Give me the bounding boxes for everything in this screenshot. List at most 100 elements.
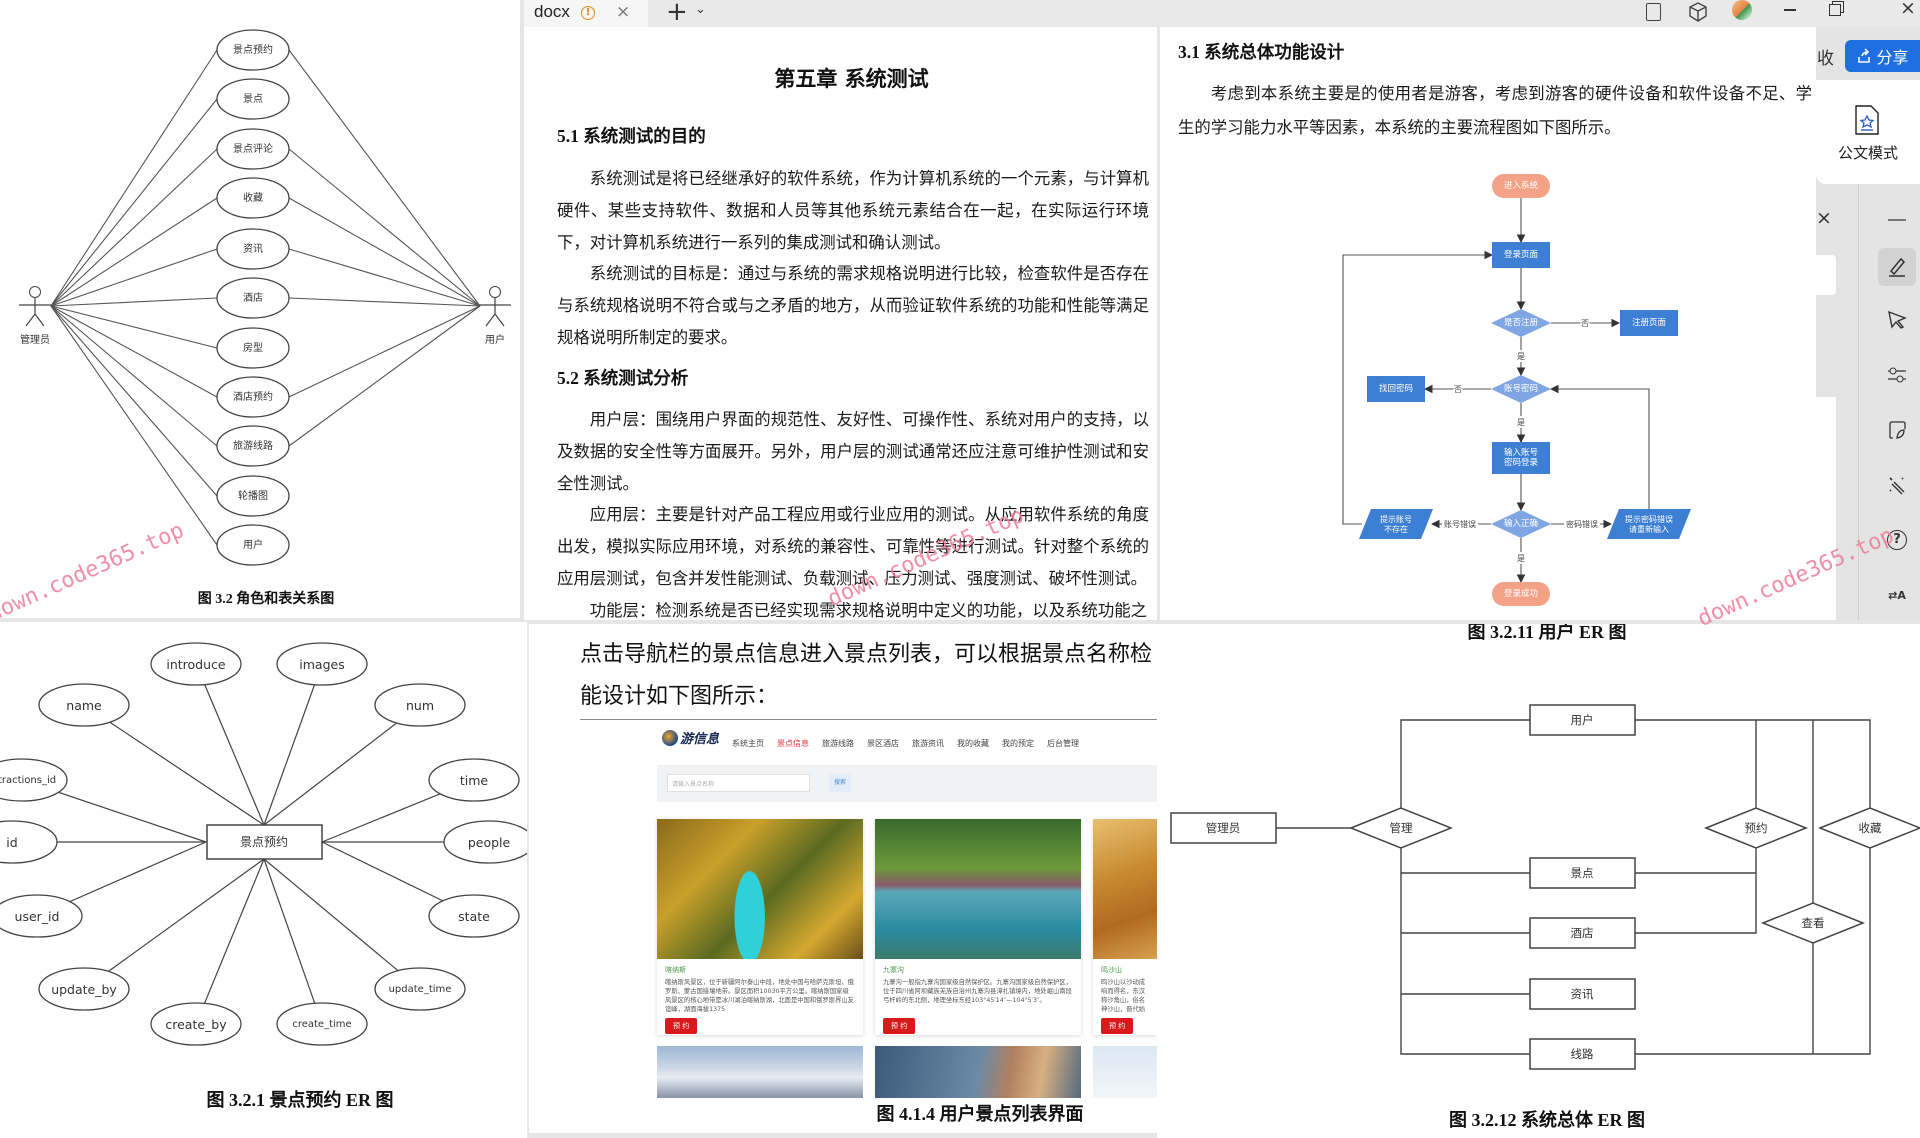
attribute-link bbox=[263, 858, 323, 1025]
edge-label-no: 否 bbox=[1581, 319, 1589, 328]
plus-icon[interactable]: + bbox=[666, 0, 688, 27]
attribute-link bbox=[83, 704, 265, 826]
doc-mode-card[interactable]: 公文模式 bbox=[1816, 80, 1920, 184]
scenic-card[interactable]: 喀纳斯 喀纳斯风景区，位于新疆阿尔泰山中段，地处中国与哈萨克斯坦、俄罗斯、蒙古国… bbox=[657, 819, 863, 1035]
attribute-label: images bbox=[299, 657, 344, 672]
relation-line bbox=[1635, 719, 1871, 808]
edge-label-yes: 是 bbox=[1517, 554, 1525, 563]
association-line bbox=[50, 305, 218, 349]
attribute-label: introduce bbox=[166, 657, 226, 672]
use-case-label: 景点评论 bbox=[233, 142, 273, 155]
attribute-label: update_by bbox=[51, 982, 117, 997]
attribute-ellipse bbox=[374, 967, 466, 1011]
route-entity bbox=[1529, 1038, 1636, 1070]
sidebar-toggle-icon[interactable] bbox=[1646, 3, 1661, 21]
recover-password-node bbox=[1367, 376, 1425, 402]
minus-icon[interactable] bbox=[1882, 205, 1912, 235]
use-case-label: 酒店 bbox=[243, 291, 263, 304]
pane-dropdown[interactable] bbox=[1816, 255, 1836, 295]
use-case-ellipse bbox=[216, 425, 290, 467]
association-line bbox=[50, 305, 218, 546]
book-button[interactable]: 预 约 bbox=[1101, 1018, 1134, 1034]
nav-item[interactable]: 我的预定 bbox=[1002, 739, 1034, 748]
use-case-label: 收藏 bbox=[243, 191, 263, 204]
translate-icon[interactable]: ⇄A bbox=[1888, 588, 1906, 602]
share-button[interactable]: 分享 bbox=[1845, 40, 1920, 72]
scenic-desc: 鸣沙山以沙动成响而得名，东汉称沙角山，俗名神沙山，晋代始称鸣沙山，其山东起莫高窟… bbox=[1101, 979, 1146, 1013]
scenic-image bbox=[1093, 819, 1157, 959]
attribute-ellipse bbox=[428, 758, 520, 802]
row2-image bbox=[1093, 1046, 1157, 1098]
avatar[interactable] bbox=[1732, 0, 1752, 20]
search-input[interactable]: 请输入景点名称 bbox=[667, 774, 810, 792]
right-toolbar: 公文模式 × ? ⇄A bbox=[1816, 27, 1920, 620]
magic-wand-icon[interactable] bbox=[1882, 470, 1912, 500]
admin-actor-head bbox=[29, 286, 41, 298]
attribute-ellipse bbox=[0, 758, 68, 802]
intro-line-2: 能设计如下图所示： bbox=[580, 683, 779, 708]
scenic-card[interactable]: 鸣沙山 鸣沙山以沙动成响而得名，东汉称沙角山，俗名神沙山，晋代始称鸣沙山，其山东… bbox=[1093, 819, 1157, 1035]
use-case-ellipse bbox=[216, 524, 290, 566]
nav-item[interactable]: 我的收藏 bbox=[957, 739, 989, 748]
minimize-icon[interactable] bbox=[1784, 9, 1796, 11]
view-relation-label: 查看 bbox=[1802, 916, 1825, 930]
section-5-2-body: 用户层：围绕用户界面的规范性、友好性、可操作性、系统对用户的支持，以及数据的安全… bbox=[557, 404, 1149, 620]
book-relation-label: 预约 bbox=[1745, 821, 1768, 835]
recover-password-node-label: 找回密码 bbox=[1379, 383, 1413, 394]
search-button[interactable]: 搜索 bbox=[829, 774, 851, 792]
highlighter-icon[interactable] bbox=[1878, 248, 1916, 286]
use-case-label: 景点预约 bbox=[233, 43, 273, 56]
view-relation bbox=[1760, 902, 1866, 944]
edge-label-account-error: 账号错误 bbox=[1444, 519, 1476, 529]
section-5-1-heading: 5.1 系统测试的目的 bbox=[557, 126, 706, 146]
nav-item[interactable]: 旅游资讯 bbox=[912, 739, 944, 748]
restore-icon[interactable] bbox=[1829, 4, 1841, 16]
help-icon[interactable]: ? bbox=[1882, 525, 1912, 555]
attribute-label: num bbox=[406, 698, 434, 713]
edge-label-yes: 是 bbox=[1517, 352, 1525, 361]
section31-page: 3.1 系统总体功能设计 考虑到本系统主要是的使用者是游客，考虑到游客的硬件设备… bbox=[1160, 27, 1816, 620]
book-relation bbox=[1703, 807, 1809, 849]
close-window-icon[interactable]: × bbox=[1900, 0, 1916, 19]
scenic-entity bbox=[1529, 857, 1636, 889]
registered-decision-label: 是否注册 bbox=[1504, 317, 1539, 328]
association-line bbox=[288, 297, 481, 307]
attribute-label: create_by bbox=[165, 1017, 227, 1032]
nav-item[interactable]: 旅游线路 bbox=[822, 739, 854, 748]
book-button[interactable]: 预 约 bbox=[665, 1018, 698, 1034]
attribute-link bbox=[195, 663, 265, 826]
attribute-ellipse bbox=[276, 1002, 368, 1046]
book-button[interactable]: 预 约 bbox=[883, 1018, 916, 1034]
nav-item[interactable]: 景区酒店 bbox=[867, 739, 899, 748]
chevron-down-icon[interactable]: ⌄ bbox=[695, 2, 706, 17]
scenic-card[interactable]: 九寨沟 九寨沟一般指九寨沟国家级自然保护区。九寨沟国家级自然保护区，位于四川省阿… bbox=[875, 819, 1081, 1035]
user-actor-label: 用户 bbox=[485, 333, 505, 346]
nav-item[interactable]: 系统主页 bbox=[732, 739, 764, 748]
image-edit-icon[interactable] bbox=[1882, 415, 1912, 445]
relation-line bbox=[1400, 848, 1530, 1055]
cube-icon[interactable] bbox=[1689, 2, 1707, 22]
use-case-ellipse bbox=[216, 475, 290, 517]
overall-er-diagram: 管理员管理用户景点酒店资讯线路预约收藏查看 bbox=[1170, 704, 1920, 1070]
success-node-label: 登录成功 bbox=[1504, 588, 1538, 599]
pane-content bbox=[1816, 397, 1836, 620]
logo-globe-icon bbox=[662, 729, 678, 746]
cursor-icon[interactable] bbox=[1882, 305, 1912, 335]
nav-item[interactable]: 景点信息 bbox=[777, 739, 809, 748]
chapter-title: 第五章 系统测试 bbox=[774, 67, 929, 91]
sliders-icon[interactable] bbox=[1882, 360, 1912, 390]
scenic-entity-label: 景点 bbox=[1571, 866, 1594, 880]
scenic-image bbox=[657, 819, 863, 959]
entity-label: 景点预约 bbox=[240, 834, 288, 849]
use-case-caption: 图 3.2 角色和表关系图 bbox=[197, 592, 335, 607]
nav-item[interactable]: 后台管理 bbox=[1047, 739, 1079, 748]
edge-label-no-bg bbox=[1580, 317, 1590, 329]
document-tab[interactable]: docx ! × bbox=[524, 0, 648, 27]
use-case-ellipse bbox=[216, 327, 290, 369]
close-icon[interactable]: × bbox=[616, 2, 631, 22]
use-case-ellipse bbox=[216, 78, 290, 120]
close-pane-icon[interactable]: × bbox=[1816, 207, 1832, 229]
row2-image bbox=[875, 1046, 1081, 1098]
use-case-label: 酒店预约 bbox=[233, 390, 273, 403]
intro-line-1: 点击导航栏的景点信息进入景点列表，可以根据景点名称检 bbox=[580, 641, 1153, 666]
